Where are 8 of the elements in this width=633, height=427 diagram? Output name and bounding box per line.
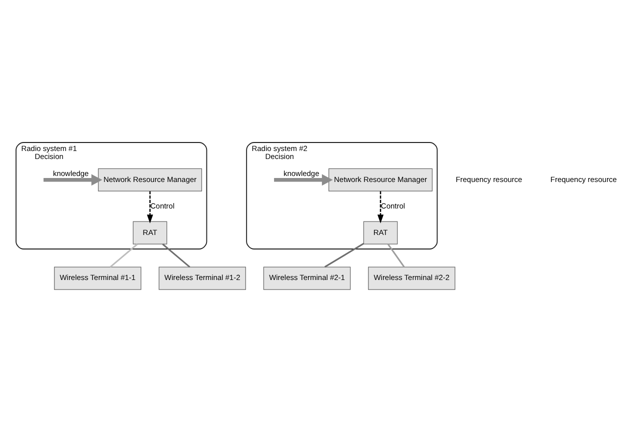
connector [387,244,405,268]
connector [110,244,138,268]
connector [324,242,364,268]
arrow [274,174,333,186]
arrow [44,174,102,186]
arrow [377,191,384,224]
arrow [146,191,154,224]
connector [162,244,190,268]
